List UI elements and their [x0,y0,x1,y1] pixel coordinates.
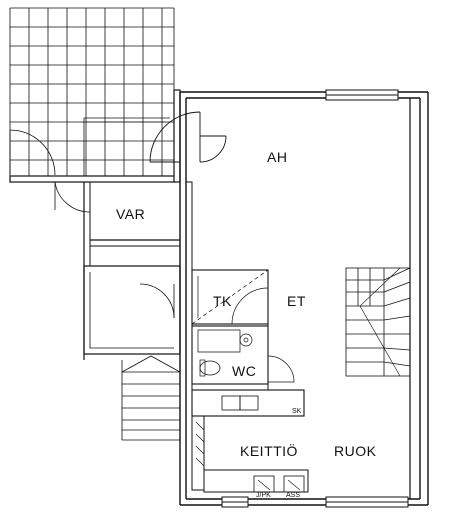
room-label-et: ET [287,293,306,309]
terrace-walls [9,89,181,183]
room-label-ruok: RUOK [334,443,377,459]
windows [221,89,409,508]
terrace-grid [9,7,175,177]
room-label-wc: WC [232,363,256,379]
appliance-label-sk: SK [292,408,302,415]
appliance-label-ass: ASS [286,492,300,499]
interior-walls [186,181,269,390]
appliance-label-jkpk: J/PK [256,492,271,499]
ah-entrance-door [149,111,227,163]
room-label-keittio: KEITTIÖ [240,442,298,459]
storage-room [83,265,181,355]
kitchen-counter [191,389,309,493]
staircase [345,267,411,377]
room-label-var: VAR [116,206,145,222]
room-label-tk: TK [213,293,232,309]
outside-steps [121,355,181,441]
room-label-ah: AH [267,149,287,165]
